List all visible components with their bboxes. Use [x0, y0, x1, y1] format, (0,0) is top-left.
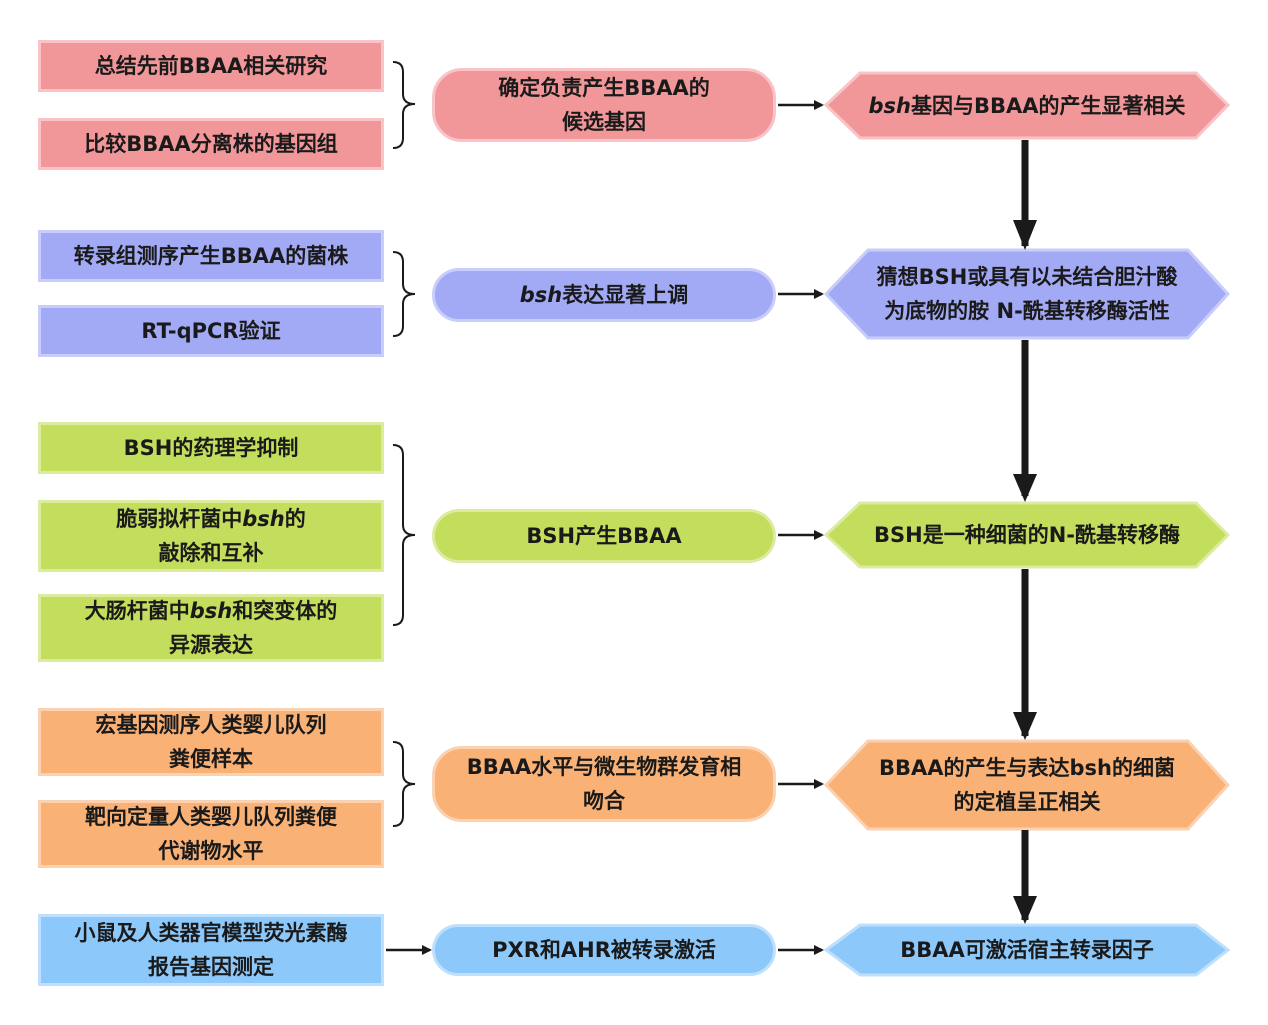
- brace-row4: [392, 741, 416, 827]
- row4-right-line2: 的定植呈正相关: [953, 790, 1101, 814]
- row2-right-line2: 为底物的胺 N-酰基转移酶活性: [884, 299, 1170, 323]
- row5-middle-box: PXR和AHR被转录激活: [432, 924, 776, 976]
- row5-right-label: BBAA可激活宿主转录因子: [840, 925, 1214, 975]
- row2-middle-box: bsh表达显著上调: [432, 268, 776, 322]
- hexagon-row1: [823, 71, 1231, 140]
- row4-left1-line1: 宏基因测序人类婴儿队列: [95, 713, 327, 737]
- row2-middle-italic: bsh: [519, 283, 563, 307]
- hexagon-row3: [823, 501, 1231, 569]
- row3-right-text: BSH是一种细菌的N-酰基转移酶: [874, 523, 1180, 547]
- row4-left-box-2: 靶向定量人类婴儿队列粪便 代谢物水平: [38, 800, 384, 868]
- row3-left-box-1: BSH的药理学抑制: [38, 422, 384, 474]
- row1-right-italic: bsh: [868, 93, 911, 118]
- arrowhead-down-2: [1013, 474, 1037, 502]
- row4-left-box-1: 宏基因测序人类婴儿队列 粪便样本: [38, 708, 384, 776]
- row3-middle-box: BSH产生BBAA: [432, 509, 776, 563]
- row4-left2-line1: 靶向定量人类婴儿队列粪便: [85, 805, 337, 829]
- row4-right-line1: BBAA的产生与表达bsh的细菌: [879, 756, 1175, 780]
- row1-middle-box: 确定负责产生BBAA的 候选基因: [432, 68, 776, 142]
- row5-left-line1: 小鼠及人类器官模型荧光素酶: [74, 921, 348, 945]
- arrowhead-down-3: [1013, 712, 1037, 740]
- hexagon-row4: [823, 739, 1231, 831]
- row2-middle-rest: 表达显著上调: [562, 283, 689, 307]
- row2-left-text-1: 转录组测序产生BBAA的菌株: [73, 244, 349, 268]
- row5-left-box: 小鼠及人类器官模型荧光素酶 报告基因测定: [38, 914, 384, 986]
- brace-row1: [392, 61, 416, 149]
- arrowhead-down-4: [1013, 896, 1037, 924]
- row3-left3-pre: 大肠杆菌中: [84, 599, 190, 623]
- row2-left-text-2: RT-qPCR验证: [141, 319, 281, 343]
- row4-left2-line2: 代谢物水平: [158, 839, 264, 863]
- row1-left-text-1: 总结先前BBAA相关研究: [94, 54, 328, 78]
- row4-right-label: BBAA的产生与表达bsh的细菌 的定植呈正相关: [846, 741, 1208, 829]
- row3-left-box-2: 脆弱拟杆菌中bsh的 敲除和互补: [38, 500, 384, 572]
- row4-middle-box: BBAA水平与微生物群发育相 吻合: [432, 746, 776, 822]
- row5-left-line2: 报告基因测定: [148, 955, 274, 979]
- row1-right-rest: 基因与BBAA的产生显著相关: [910, 93, 1186, 118]
- row1-middle-line2: 候选基因: [562, 110, 646, 134]
- hexagon-row2: [823, 248, 1231, 340]
- row3-left3-post: 和突变体的: [232, 599, 338, 623]
- row3-left2-post: 的: [284, 507, 306, 531]
- row1-middle-line1: 确定负责产生BBAA的: [498, 76, 710, 100]
- row3-left2-italic: bsh: [242, 507, 285, 531]
- row1-left-text-2: 比较BBAA分离株的基因组: [84, 132, 338, 156]
- row3-left2-pre: 脆弱拟杆菌中: [116, 507, 243, 531]
- row2-left-box-2: RT-qPCR验证: [38, 305, 384, 357]
- row1-left-box-1: 总结先前BBAA相关研究: [38, 40, 384, 92]
- row3-left-text-1: BSH的药理学抑制: [123, 436, 299, 460]
- hexagon-row5: [823, 923, 1231, 977]
- row3-left3-italic: bsh: [189, 599, 233, 623]
- row4-middle-line2: 吻合: [583, 789, 625, 813]
- row4-left1-line2: 粪便样本: [169, 747, 253, 771]
- row1-right-label: bsh基因与BBAA的产生显著相关: [840, 73, 1214, 138]
- brace-row3: [392, 444, 416, 626]
- arrowhead-down-1: [1013, 220, 1037, 250]
- row4-middle-line1: BBAA水平与微生物群发育相: [466, 755, 742, 779]
- row2-right-line1: 猜想BSH或具有以未结合胆汁酸: [876, 265, 1178, 289]
- row3-left3-line2: 异源表达: [168, 633, 253, 657]
- row3-right-label: BSH是一种细菌的N-酰基转移酶: [840, 503, 1214, 567]
- row5-right-text: BBAA可激活宿主转录因子: [900, 938, 1154, 962]
- row3-left2-line2: 敲除和互补: [158, 541, 264, 565]
- row3-middle-text: BSH产生BBAA: [526, 524, 682, 548]
- row5-middle-text: PXR和AHR被转录激活: [492, 938, 716, 962]
- row2-left-box-1: 转录组测序产生BBAA的菌株: [38, 230, 384, 282]
- row1-left-box-2: 比较BBAA分离株的基因组: [38, 118, 384, 170]
- row3-left-box-3: 大肠杆菌中bsh和突变体的 异源表达: [38, 594, 384, 662]
- row2-right-label: 猜想BSH或具有以未结合胆汁酸 为底物的胺 N-酰基转移酶活性: [846, 250, 1208, 338]
- brace-row2: [392, 251, 416, 337]
